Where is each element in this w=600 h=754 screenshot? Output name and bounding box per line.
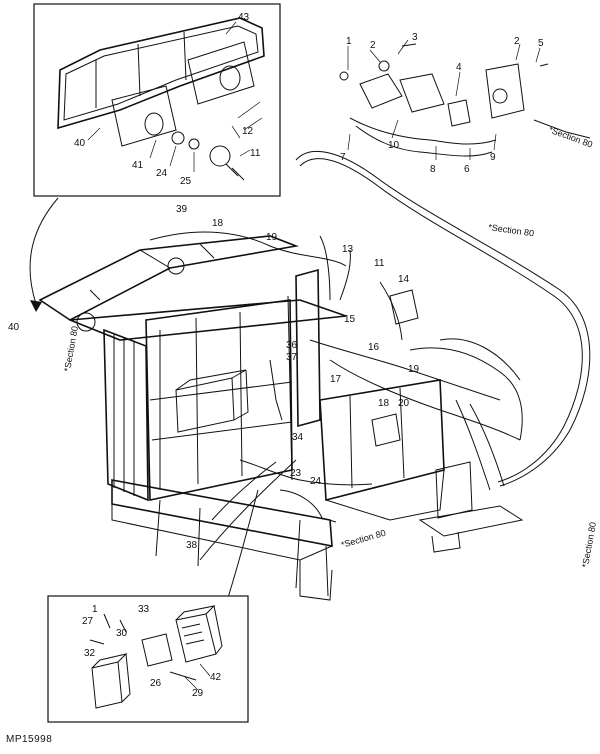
callout-38: 38	[186, 540, 198, 551]
callout-39: 39	[176, 204, 188, 215]
relay-inset: 1 33 27 30 32 26 42 29	[47, 595, 249, 723]
callout-14: 14	[398, 274, 410, 285]
callout-5: 5	[538, 38, 544, 49]
headlight-inset: 43 40 41 24 25 12 11	[33, 3, 281, 197]
callout-4: 4	[456, 62, 462, 73]
harness-loop-outer	[295, 150, 591, 487]
callout-23: 23	[290, 468, 302, 479]
wiring-harness	[149, 231, 523, 561]
callout-12: 12	[242, 126, 254, 137]
callout-30: 30	[116, 628, 128, 639]
callout-11b: 11	[374, 258, 385, 269]
callout-19b: 19	[408, 364, 420, 375]
callout-6: 6	[464, 164, 470, 175]
callout-27: 27	[82, 616, 94, 627]
callout-32: 32	[84, 648, 96, 659]
harness-loop-inner	[299, 158, 583, 483]
callout-42: 42	[210, 672, 222, 683]
reference-section-bottom-right: *Section 80	[580, 521, 598, 568]
main-frame	[38, 235, 524, 601]
callout-24b: 24	[310, 476, 322, 487]
callout-13: 13	[342, 244, 354, 255]
lower-inset-pointer	[225, 489, 259, 605]
callout-41: 41	[132, 160, 144, 171]
callout-29: 29	[192, 688, 204, 699]
callout-3: 3	[412, 32, 418, 43]
callout-36: 36	[286, 340, 298, 351]
callout-1: 1	[346, 36, 352, 47]
callout-18b: 18	[378, 398, 390, 409]
callout-25: 25	[180, 176, 192, 187]
callout-1b: 1	[92, 604, 98, 615]
callout-43: 43	[238, 12, 250, 23]
callout-10: 10	[388, 140, 400, 151]
reference-section-lower: *Section 80	[340, 528, 387, 550]
callout-40: 40	[74, 138, 86, 149]
callout-2b: 2	[514, 36, 520, 47]
callout-2a: 2	[370, 40, 376, 51]
callout-19: 19	[266, 232, 278, 243]
reference-section-top-right: *Section 80	[547, 124, 594, 149]
callout-8: 8	[430, 164, 436, 175]
callout-40b: 40	[8, 322, 20, 333]
reference-section-right: *Section 80	[488, 222, 535, 238]
callout-34: 34	[292, 432, 304, 443]
callout-37: 37	[286, 352, 298, 363]
callout-33: 33	[138, 604, 150, 615]
inset-pointer-arrowhead	[30, 300, 42, 312]
callout-20: 20	[398, 398, 410, 409]
callout-16: 16	[368, 342, 380, 353]
figure-id-label: MP15998	[6, 734, 53, 745]
callout-15: 15	[344, 314, 356, 325]
light-switch-group: 1 2 3 4 2 5 10 8 6 9 7 *Section 80	[339, 32, 594, 175]
callout-18: 18	[212, 218, 224, 229]
callout-17: 17	[330, 374, 342, 385]
inset-pointer-line	[29, 197, 59, 305]
callout-11: 11	[250, 148, 261, 159]
callout-26: 26	[150, 678, 162, 689]
callout-9: 9	[490, 152, 496, 163]
callout-24: 24	[156, 168, 168, 179]
reference-section-left: *Section 80	[62, 325, 80, 372]
